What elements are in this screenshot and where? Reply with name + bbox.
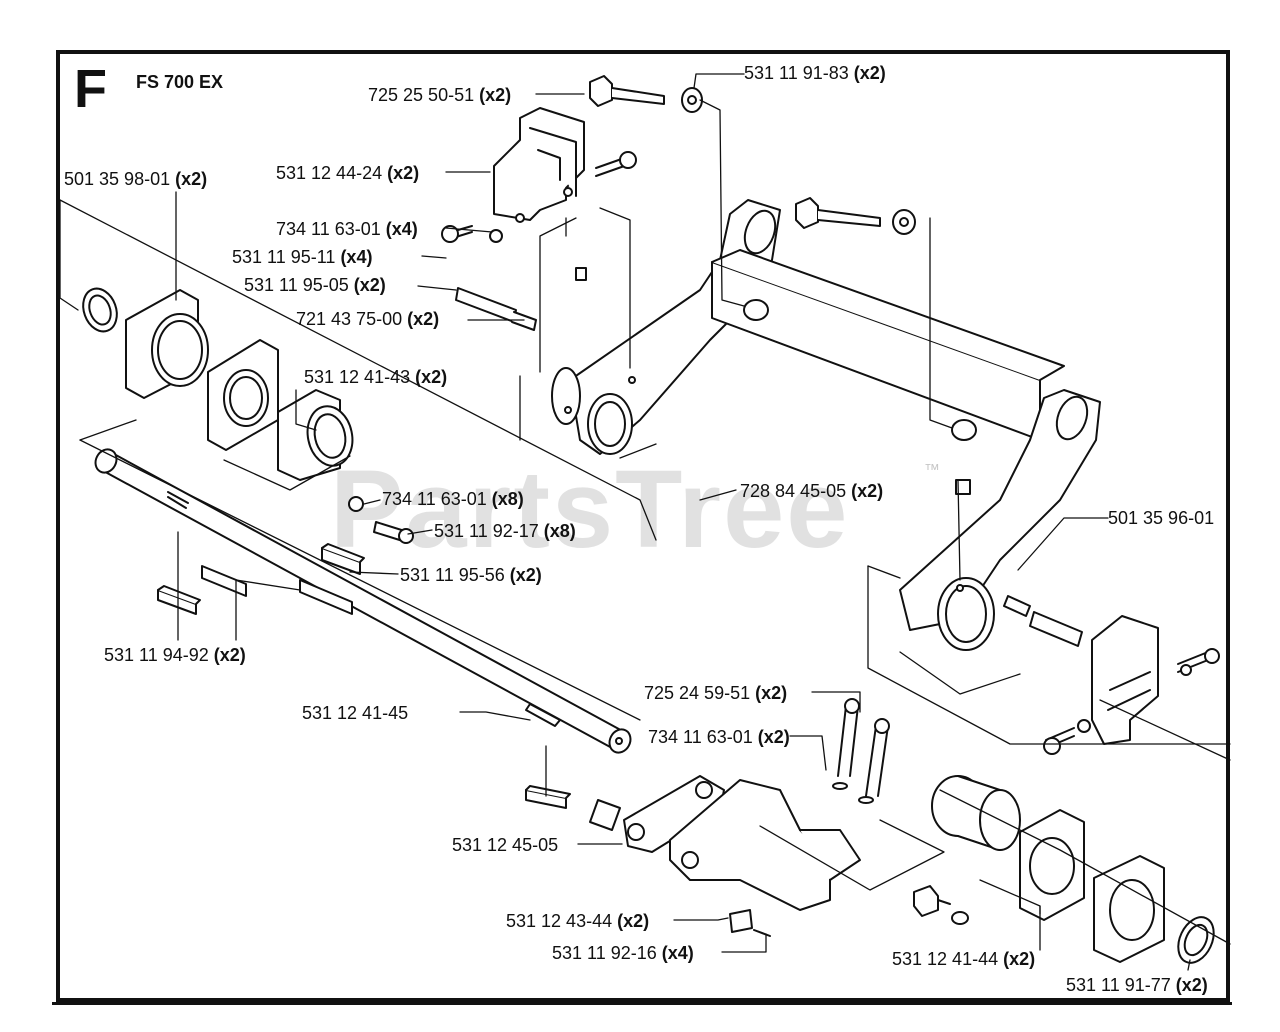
part-callout[interactable]: 725 25 50-51 (x2)	[368, 85, 512, 105]
part-callout[interactable]: 531 11 94-92 (x2)	[104, 645, 246, 665]
part-callout[interactable]: 734 11 63-01 (x2)	[648, 727, 790, 747]
diagram-frame	[56, 50, 1230, 1002]
section-letter: F	[74, 59, 107, 119]
part-callout[interactable]: 531 12 43-44 (x2)	[506, 911, 650, 931]
part-callout[interactable]: 531 12 41-45	[302, 703, 409, 723]
part-callout[interactable]: 531 11 95-05 (x2)	[244, 275, 386, 295]
part-callout[interactable]: 531 11 95-11 (x4)	[232, 247, 373, 267]
part-callout[interactable]: 721 43 75-00 (x2)	[296, 309, 440, 329]
main-shaft	[94, 448, 632, 754]
part-callout[interactable]: 531 12 41-44 (x2)	[892, 949, 1036, 969]
part-callout[interactable]: 531 11 95-56 (x2)	[400, 565, 542, 585]
watermark: PartsTree	[330, 448, 850, 571]
keys	[157, 543, 571, 809]
model-title: FS 700 EX	[136, 72, 224, 92]
part-callout[interactable]: 531 11 91-83 (x2)	[744, 63, 886, 83]
part-callout[interactable]: 531 11 91-77 (x2)	[1066, 975, 1208, 995]
right-bearings	[931, 775, 1215, 964]
frame-bottom-rule	[52, 1002, 1232, 1005]
part-callout[interactable]: 531 11 92-17 (x8)	[434, 521, 576, 541]
part-callout[interactable]: 725 24 59-51 (x2)	[644, 683, 788, 703]
cross-beam	[711, 249, 1065, 441]
part-callout[interactable]: 734 11 63-01 (x8)	[382, 489, 524, 509]
part-callout[interactable]: 728 84 45-05 (x2)	[740, 481, 884, 501]
right-bracket	[1043, 615, 1220, 755]
fasteners	[348, 75, 1083, 925]
left-bearings	[82, 287, 354, 481]
part-callout[interactable]: 531 11 92-16 (x4)	[552, 943, 694, 963]
part-callout[interactable]: 531 12 44-24 (x2)	[276, 163, 420, 183]
lower-linkage	[589, 775, 861, 937]
part-callout[interactable]: 501 35 96-01	[1108, 508, 1215, 528]
part-callout[interactable]: 734 11 63-01 (x4)	[276, 219, 418, 239]
leader-lines	[175, 73, 1191, 971]
upper-bracket	[493, 107, 637, 223]
part-callout[interactable]: 501 35 98-01 (x2)	[64, 169, 208, 189]
part-callout[interactable]: 531 12 45-05	[452, 835, 559, 855]
right-arm	[899, 389, 1101, 651]
projection-lines	[59, 199, 1231, 945]
part-callout[interactable]: 531 12 41-43 (x2)	[304, 367, 448, 387]
watermark-trademark: ™	[924, 462, 940, 479]
